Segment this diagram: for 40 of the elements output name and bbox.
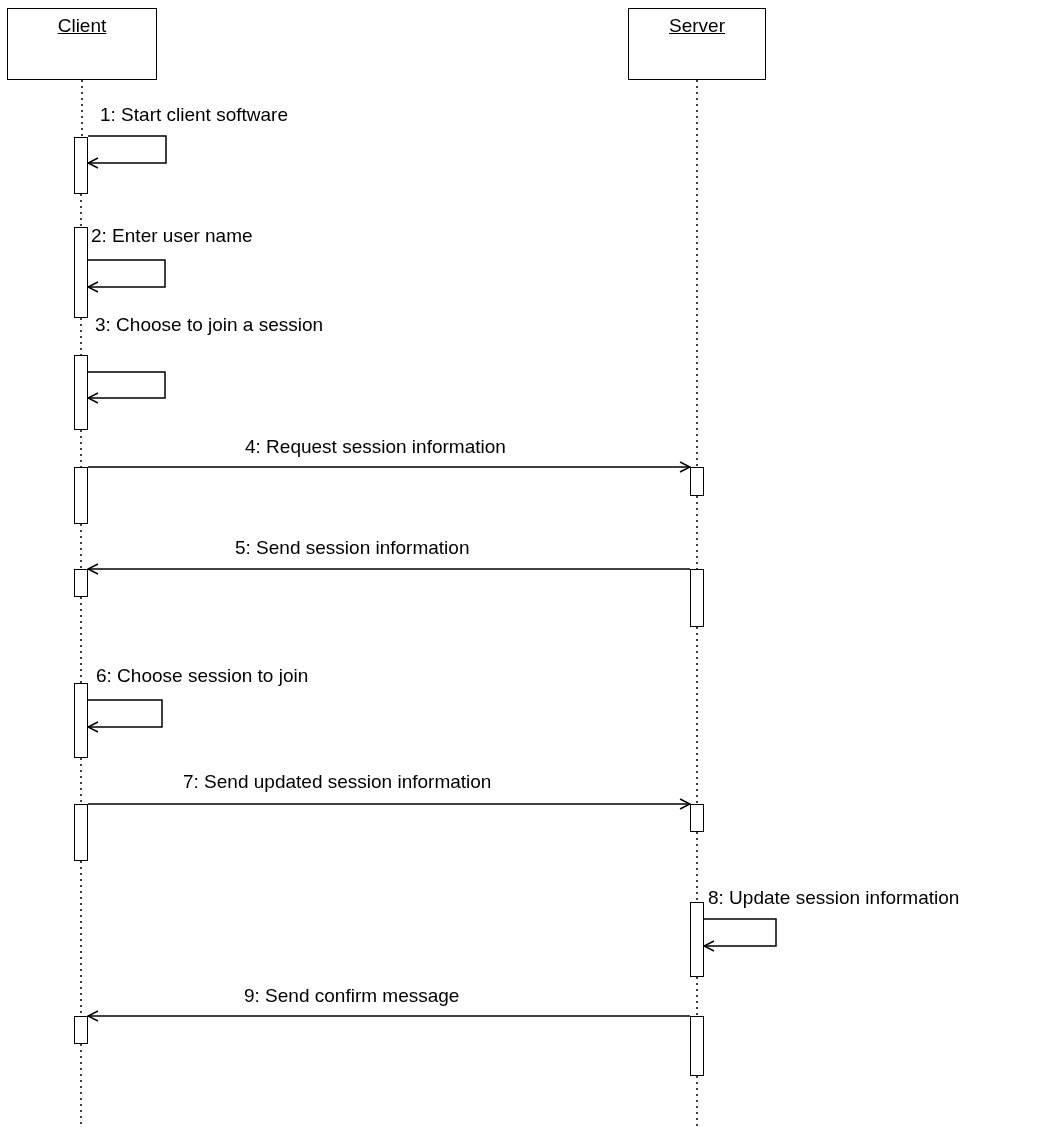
self-message-arrow [87,135,167,169]
activation-bar [74,1016,88,1044]
lifeline [80,429,82,468]
lifeline [81,79,83,138]
activation-bar [690,804,704,832]
lifeline [696,976,698,1017]
self-message-arrow [703,918,777,952]
activation-bar [690,467,704,496]
self-message-arrow [87,371,166,404]
activation-bar [74,569,88,597]
lifeline [80,317,82,356]
activation-bar [74,137,88,194]
object-name: Server [669,15,725,37]
lifeline [80,1043,82,1127]
message-arrow [87,461,691,473]
activation-bar [690,902,704,977]
activation-bar [690,1016,704,1076]
message-arrow [87,798,691,810]
lifeline [696,1075,698,1127]
lifeline [696,79,698,468]
activation-bar [74,683,88,758]
self-message-arrow [87,259,166,293]
lifeline [80,523,82,570]
activation-bar [74,227,88,318]
message-arrow [87,563,691,575]
activation-bar [690,569,704,627]
self-message-arrow [87,699,163,733]
lifeline [696,831,698,903]
lifeline [696,626,698,805]
activation-bar [74,355,88,430]
lifeline [80,757,82,805]
lifeline [696,495,698,570]
activation-bar [74,467,88,524]
message-arrow [87,1010,691,1022]
activation-bar [74,804,88,861]
object-box [628,8,766,80]
lifeline [80,193,82,228]
lifeline [80,596,82,684]
object-box [7,8,157,80]
object-name: Client [57,15,107,37]
